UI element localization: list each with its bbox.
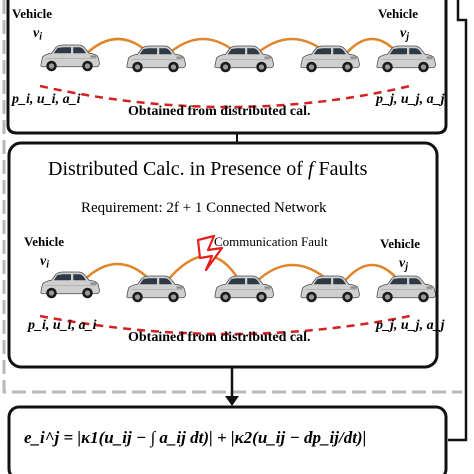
mid-panel-border: [7, 141, 439, 369]
mid-v-left: vi: [40, 254, 50, 271]
equation-lhs: e_i^j: [24, 428, 60, 447]
top-caption: Obtained from distributed cal.: [128, 104, 311, 119]
top-vehicle-left-label: Vehicle: [12, 6, 52, 21]
arrow-head-down-icon: [225, 396, 239, 406]
top-v-right: vj: [400, 26, 410, 43]
top-car-3: [214, 45, 274, 73]
fault-label: Communication Fault: [214, 234, 328, 249]
mid-car-2: [126, 275, 186, 303]
equation: e_i^j = |κ1(u_ij − ∫ a_ij dt)| + |κ2(u_i…: [24, 428, 366, 448]
mid-link-arc-1: [81, 262, 153, 283]
top-car-2: [126, 45, 186, 73]
equation-panel-border: [7, 405, 448, 474]
mid-state-right: p_j, u_j, a_j: [376, 318, 445, 333]
mid-caption: Obtained from distributed cal.: [128, 330, 311, 345]
mid-title: Distributed Calc. in Presence of f Fault…: [48, 158, 368, 180]
mid-dashed-link: [39, 314, 411, 336]
mid-v-right: vj: [399, 256, 409, 273]
top-car-5: [376, 45, 436, 73]
top-state-right: p_j, u_j, a_j: [376, 92, 445, 107]
communication-fault-bolt-icon: [196, 234, 224, 272]
top-v-left: vi: [33, 26, 43, 43]
mid-vehicle-left-label: Vehicle: [24, 234, 64, 249]
equation-rhs: = |κ1(u_ij − ∫ a_ij dt)| + |κ2(u_ij − dp…: [63, 428, 367, 447]
mid-car-5: [376, 275, 436, 303]
outer-dashed-frame: [2, 0, 462, 394]
mid-car-3: [214, 275, 274, 303]
mid-link-arc-2: [165, 254, 242, 283]
mid-car-4: [300, 275, 360, 303]
top-vehicle-right-label: Vehicle: [378, 6, 418, 21]
feedback-line: [448, 0, 468, 442]
mid-car-1: [40, 271, 100, 299]
top-dashed-link: [39, 84, 411, 109]
top-state-left: p_i, u_i, a_i: [12, 92, 81, 107]
top-panel-border: [6, 0, 448, 135]
mid-requirement: Requirement: 2f + 1 Connected Network: [81, 200, 327, 216]
mid-state-left: p_i, u_i, a_i: [28, 318, 97, 333]
mid-vehicle-right-label: Vehicle: [380, 236, 420, 251]
